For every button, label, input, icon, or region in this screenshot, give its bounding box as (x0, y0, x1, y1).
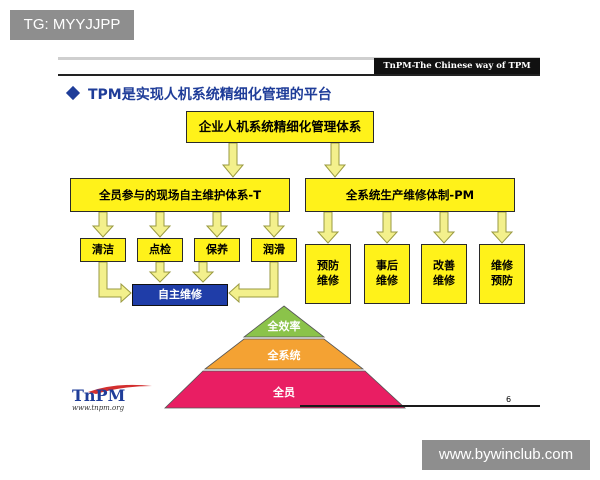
down-arrow-icon (490, 211, 514, 244)
logo-swoosh-icon (88, 384, 152, 394)
maintenance-type-box-prevention: 维修 预防 (479, 244, 525, 304)
maintenance-type-line2: 维修 (376, 274, 398, 287)
maintenance-type-box-breakdown: 事后 维修 (364, 244, 410, 304)
pyramid-label-middle: 全系统 (267, 349, 301, 362)
down-arrow-icon (316, 211, 340, 244)
down-arrow-icon (148, 211, 172, 238)
down-arrow-icon (191, 261, 215, 283)
maintenance-type-box-improvement: 改善 维修 (421, 244, 467, 304)
activity-box-inspection: 点检 (137, 238, 183, 262)
pyramid-label-top: 全效率 (267, 320, 301, 333)
maintenance-type-line2: 维修 (317, 274, 339, 287)
productive-maintenance-system-box: 全系统生产维修体制-PM (305, 178, 515, 212)
down-arrow-icon (323, 142, 347, 178)
logo-url: www.tnpm.org (72, 404, 125, 412)
footer-rule (300, 405, 540, 407)
maintenance-type-line2: 维修 (433, 274, 455, 287)
maintenance-type-box-preventive: 预防 维修 (305, 244, 351, 304)
down-arrow-icon (262, 211, 286, 238)
header-underline (58, 74, 540, 76)
page-number: 6 (506, 395, 512, 404)
maintenance-type-line1: 预防 (317, 259, 339, 272)
slide-title: TPM是实现人机系统精细化管理的平台 (88, 87, 332, 103)
autonomous-maintenance-system-box: 全员参与的现场自主维护体系-T (70, 178, 290, 212)
pyramid-level-top (242, 305, 326, 338)
autonomous-maintenance-box: 自主维修 (132, 284, 228, 306)
header-banner: TnPM-The Chinese way of TPM (374, 58, 540, 75)
down-arrow-icon (432, 211, 456, 244)
maintenance-type-line1: 事后 (376, 259, 398, 272)
down-arrow-icon (375, 211, 399, 244)
maintenance-type-line2: 预防 (491, 274, 513, 287)
elbow-arrow-icon (228, 261, 279, 304)
activity-box-upkeep: 保养 (194, 238, 240, 262)
down-arrow-icon (205, 211, 229, 238)
pyramid-level-bottom (164, 370, 407, 409)
down-arrow-icon (91, 211, 115, 238)
pyramid-level-middle (203, 338, 365, 370)
tnpm-logo: TnPM (72, 386, 126, 405)
watermark-top-left: TG: MYYJJPP (10, 10, 134, 40)
activity-box-cleaning: 清洁 (80, 238, 126, 262)
elbow-arrow-icon (98, 261, 132, 304)
activity-box-lubrication: 润滑 (251, 238, 297, 262)
down-arrow-icon (148, 261, 172, 283)
pyramid-label-bottom: 全员 (273, 386, 295, 399)
maintenance-type-line1: 维修 (491, 259, 513, 272)
management-system-box: 企业人机系统精细化管理体系 (186, 111, 374, 143)
maintenance-type-line1: 改善 (433, 259, 455, 272)
watermark-bottom-right: www.bywinclub.com (422, 440, 590, 470)
header-rule (58, 57, 540, 60)
down-arrow-icon (221, 142, 245, 178)
